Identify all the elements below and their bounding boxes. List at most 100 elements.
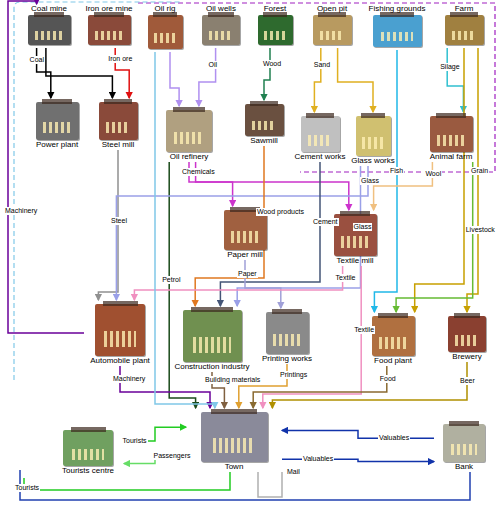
cargo-label: Grain xyxy=(470,167,489,175)
icon-roof xyxy=(449,421,478,426)
icon-windows xyxy=(193,337,231,353)
icon-windows xyxy=(72,449,104,460)
icon-windows xyxy=(174,132,203,145)
industry-name: Town xyxy=(225,462,244,471)
cargo-label: Wood xyxy=(262,60,282,68)
cargo-label: Passengers xyxy=(153,452,192,460)
cargo-label: Glass xyxy=(353,223,373,231)
icon-roof xyxy=(153,12,178,17)
icon-windows xyxy=(320,31,345,40)
industry-node: Tourists centre xyxy=(52,426,124,476)
icon-roof xyxy=(306,113,333,118)
icon-roof xyxy=(42,99,72,104)
industry-node: Cement works xyxy=(292,112,348,162)
industry-name: Brewery xyxy=(452,352,481,361)
tourist-bottom-line xyxy=(24,472,230,490)
cargo-connector xyxy=(169,162,195,408)
cargo-connector xyxy=(314,48,320,112)
industry-name: Animal farm xyxy=(430,152,473,161)
icon-roof xyxy=(436,113,466,118)
icon-roof xyxy=(94,12,124,17)
industry-node: Oil rig xyxy=(140,4,190,52)
industry-icon xyxy=(372,316,415,356)
icon-roof xyxy=(340,211,370,216)
icon-windows xyxy=(381,32,412,42)
icon-roof xyxy=(191,307,232,312)
cargo-label: Machinery xyxy=(112,375,146,383)
cargo-connector xyxy=(46,48,113,98)
cargo-label: Tourists xyxy=(122,437,148,445)
industry-node: Glass works xyxy=(348,112,398,166)
industry-node: Food plant xyxy=(362,312,424,366)
cargo-label: Valuables xyxy=(378,434,410,442)
industry-icon xyxy=(166,110,212,152)
industry-icon xyxy=(202,15,240,45)
industry-icon xyxy=(443,424,485,462)
industry-node: Iron ore mine xyxy=(78,4,140,48)
icon-windows xyxy=(231,231,259,243)
cargo-label: Paper xyxy=(237,270,258,278)
cargo-label: Beer xyxy=(459,377,476,385)
cargo-label: Steel xyxy=(110,217,128,225)
cargo-label: Textile xyxy=(335,274,357,282)
icon-windows xyxy=(437,135,465,146)
icon-roof xyxy=(71,427,106,432)
icon-roof xyxy=(318,12,345,17)
free-label: Mail xyxy=(286,468,301,476)
cargo-label: Livestock xyxy=(465,226,496,234)
industry-node: Sawmill xyxy=(236,100,292,146)
industry-icon xyxy=(148,15,183,49)
icon-roof xyxy=(103,301,138,306)
icon-roof xyxy=(34,12,64,17)
icon-roof xyxy=(380,12,414,17)
industry-node: Bank xyxy=(434,420,494,472)
industry-icon xyxy=(99,102,138,140)
industry-name: Food plant xyxy=(374,356,412,365)
cargo-connector xyxy=(199,48,216,106)
cargo-label: Glass xyxy=(360,177,380,185)
icon-windows xyxy=(264,31,286,40)
industry-icon xyxy=(301,116,340,152)
icon-roof xyxy=(208,12,235,17)
cargo-label: Machinery xyxy=(4,207,38,215)
industry-icon xyxy=(95,304,145,356)
industry-name: Textile mill xyxy=(337,256,374,265)
industry-name: Construction industry xyxy=(174,362,249,371)
industry-icon xyxy=(266,312,309,354)
industry-icon xyxy=(258,15,293,45)
industry-node: Printing works xyxy=(256,308,318,364)
icon-windows xyxy=(362,137,384,149)
icon-windows xyxy=(43,122,71,133)
cargo-label: Valuables xyxy=(302,455,334,463)
industry-name: Glass works xyxy=(351,156,395,165)
industry-node: Oil refinery xyxy=(156,106,222,162)
industry-icon xyxy=(28,15,71,45)
cargo-label: Petrol xyxy=(161,276,181,284)
industry-icon xyxy=(63,430,113,466)
cargo-label: Food xyxy=(379,375,397,383)
industry-name: Cement works xyxy=(294,152,345,161)
cargo-connector xyxy=(396,162,473,312)
icon-windows xyxy=(154,33,176,43)
icon-windows xyxy=(104,331,136,347)
icon-windows xyxy=(95,31,123,40)
industry-name: Paper mill xyxy=(227,250,263,259)
cargo-connector xyxy=(447,48,463,112)
cargo-connector xyxy=(253,366,387,408)
cargo-label: Coal xyxy=(29,56,45,64)
industry-node: Steel mill xyxy=(90,98,146,150)
cargo-connector xyxy=(196,162,349,210)
industry-icon xyxy=(245,104,284,136)
icon-roof xyxy=(454,313,481,318)
cargo-label: Cement xyxy=(312,218,339,226)
industry-node: Open pit xyxy=(304,4,360,48)
cargo-connector xyxy=(415,48,464,312)
industry-name: Automobile plant xyxy=(90,356,150,365)
icon-roof xyxy=(361,113,386,118)
icon-windows xyxy=(273,334,301,347)
industry-node: Forest xyxy=(250,4,300,48)
icon-windows xyxy=(452,31,477,40)
icon-windows xyxy=(455,335,479,346)
cargo-label: Wool xyxy=(424,170,442,178)
industry-icon xyxy=(224,210,267,250)
